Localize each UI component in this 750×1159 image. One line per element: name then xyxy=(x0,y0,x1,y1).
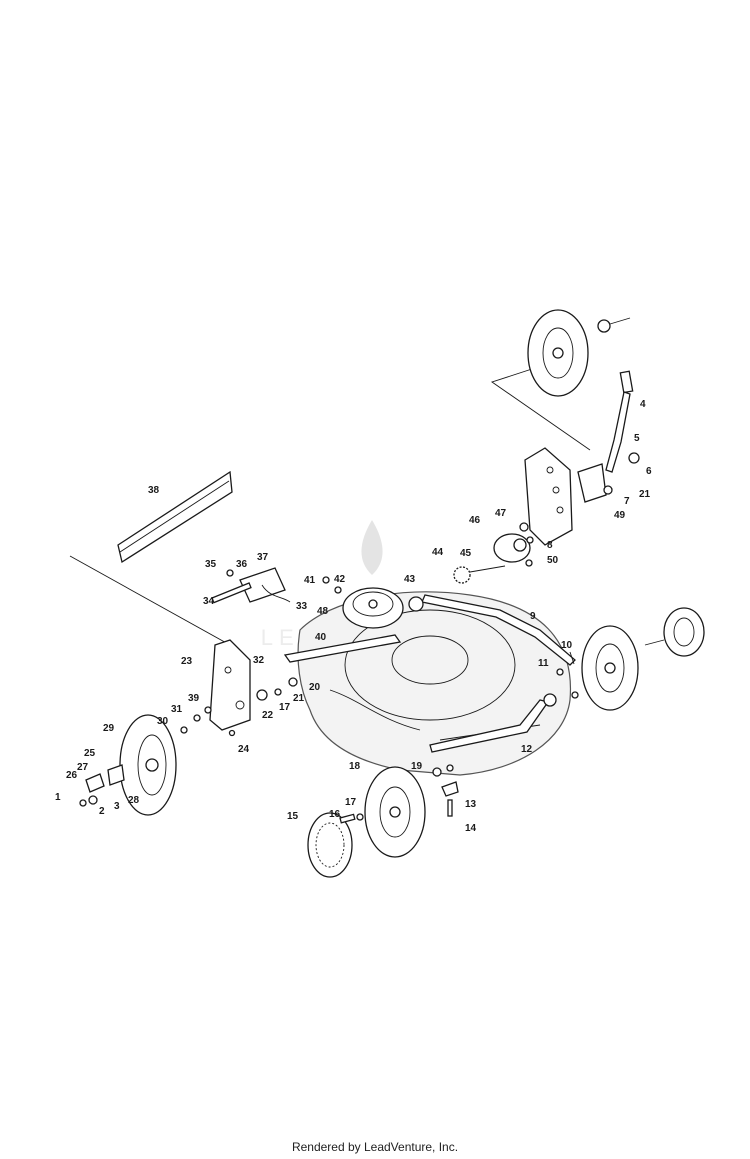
callout-8: 8 xyxy=(547,540,553,551)
leader-lines xyxy=(69,367,591,646)
callout-29: 29 xyxy=(103,723,115,734)
pivot-bar-32 xyxy=(283,634,402,663)
callout-46: 46 xyxy=(469,515,481,526)
callout-26: 26 xyxy=(66,770,78,781)
left-rear-wheel xyxy=(107,714,177,816)
callout-17b: 17 xyxy=(345,797,357,808)
hub-cap-right xyxy=(644,607,705,657)
callout-34: 34 xyxy=(203,596,215,607)
sprocket-45 xyxy=(453,565,506,584)
callout-50: 50 xyxy=(547,555,559,566)
callout-11: 11 xyxy=(538,658,549,669)
callout-35: 35 xyxy=(205,559,217,570)
callout-16: 16 xyxy=(329,809,341,820)
callout-7: 7 xyxy=(624,496,630,507)
small-hardware xyxy=(79,536,579,824)
callout-43: 43 xyxy=(404,574,416,585)
callout-22: 22 xyxy=(262,710,274,721)
pulley-42 xyxy=(342,587,404,629)
left-bracket-23 xyxy=(209,639,251,731)
callout-30: 30 xyxy=(157,716,169,727)
callout-9: 9 xyxy=(530,611,536,622)
callout-28: 28 xyxy=(128,795,140,806)
front-axle-12 xyxy=(429,693,557,753)
hub-cap-15 xyxy=(307,812,353,878)
gear-housing-46 xyxy=(493,522,531,563)
callout-labels: 1 2 3 4 5 6 7 8 9 10 11 12 13 14 15 16 1… xyxy=(55,399,652,834)
handle-bar-38 xyxy=(117,470,233,564)
callout-24: 24 xyxy=(238,744,250,755)
callout-17a: 17 xyxy=(279,702,291,713)
callout-6: 6 xyxy=(646,466,652,477)
callout-2: 2 xyxy=(99,806,105,817)
callout-48: 48 xyxy=(317,606,329,617)
callout-15: 15 xyxy=(287,811,299,822)
front-left-wheel xyxy=(364,766,426,858)
callout-41: 41 xyxy=(304,575,316,586)
callout-37: 37 xyxy=(257,552,269,563)
callout-31: 31 xyxy=(171,704,183,715)
top-rear-wheel xyxy=(527,309,631,397)
callout-49: 49 xyxy=(614,510,626,521)
rear-axle-9 xyxy=(408,594,576,666)
callout-3: 3 xyxy=(114,801,120,812)
spring-bracket-36 xyxy=(211,567,291,604)
callout-27: 27 xyxy=(77,762,89,773)
callout-42: 42 xyxy=(334,574,346,585)
callout-14: 14 xyxy=(465,823,477,834)
callout-18: 18 xyxy=(349,761,361,772)
callout-20: 20 xyxy=(309,682,321,693)
callout-13: 13 xyxy=(465,799,477,810)
callout-36: 36 xyxy=(236,559,248,570)
callout-5: 5 xyxy=(634,433,640,444)
footer-credit: Rendered by LeadVenture, Inc. xyxy=(291,1140,459,1154)
callout-10: 10 xyxy=(561,640,573,651)
right-bracket-plate xyxy=(524,447,640,546)
callout-40: 40 xyxy=(315,632,327,643)
callout-12: 12 xyxy=(521,744,533,755)
callout-32: 32 xyxy=(253,655,265,666)
callout-44: 44 xyxy=(432,547,444,558)
callout-25: 25 xyxy=(84,748,96,759)
callout-21a: 21 xyxy=(293,693,305,704)
callout-47: 47 xyxy=(495,508,507,519)
height-adjust-lever xyxy=(605,370,634,473)
callout-21b: 21 xyxy=(639,489,651,500)
callout-1: 1 xyxy=(55,792,61,803)
callout-38: 38 xyxy=(148,485,160,496)
callout-39: 39 xyxy=(188,693,200,704)
callout-4: 4 xyxy=(640,399,646,410)
front-right-wheel xyxy=(581,625,639,711)
callout-45: 45 xyxy=(460,548,472,559)
callout-33: 33 xyxy=(296,601,308,612)
callout-23: 23 xyxy=(181,656,193,667)
callout-19: 19 xyxy=(411,761,423,772)
